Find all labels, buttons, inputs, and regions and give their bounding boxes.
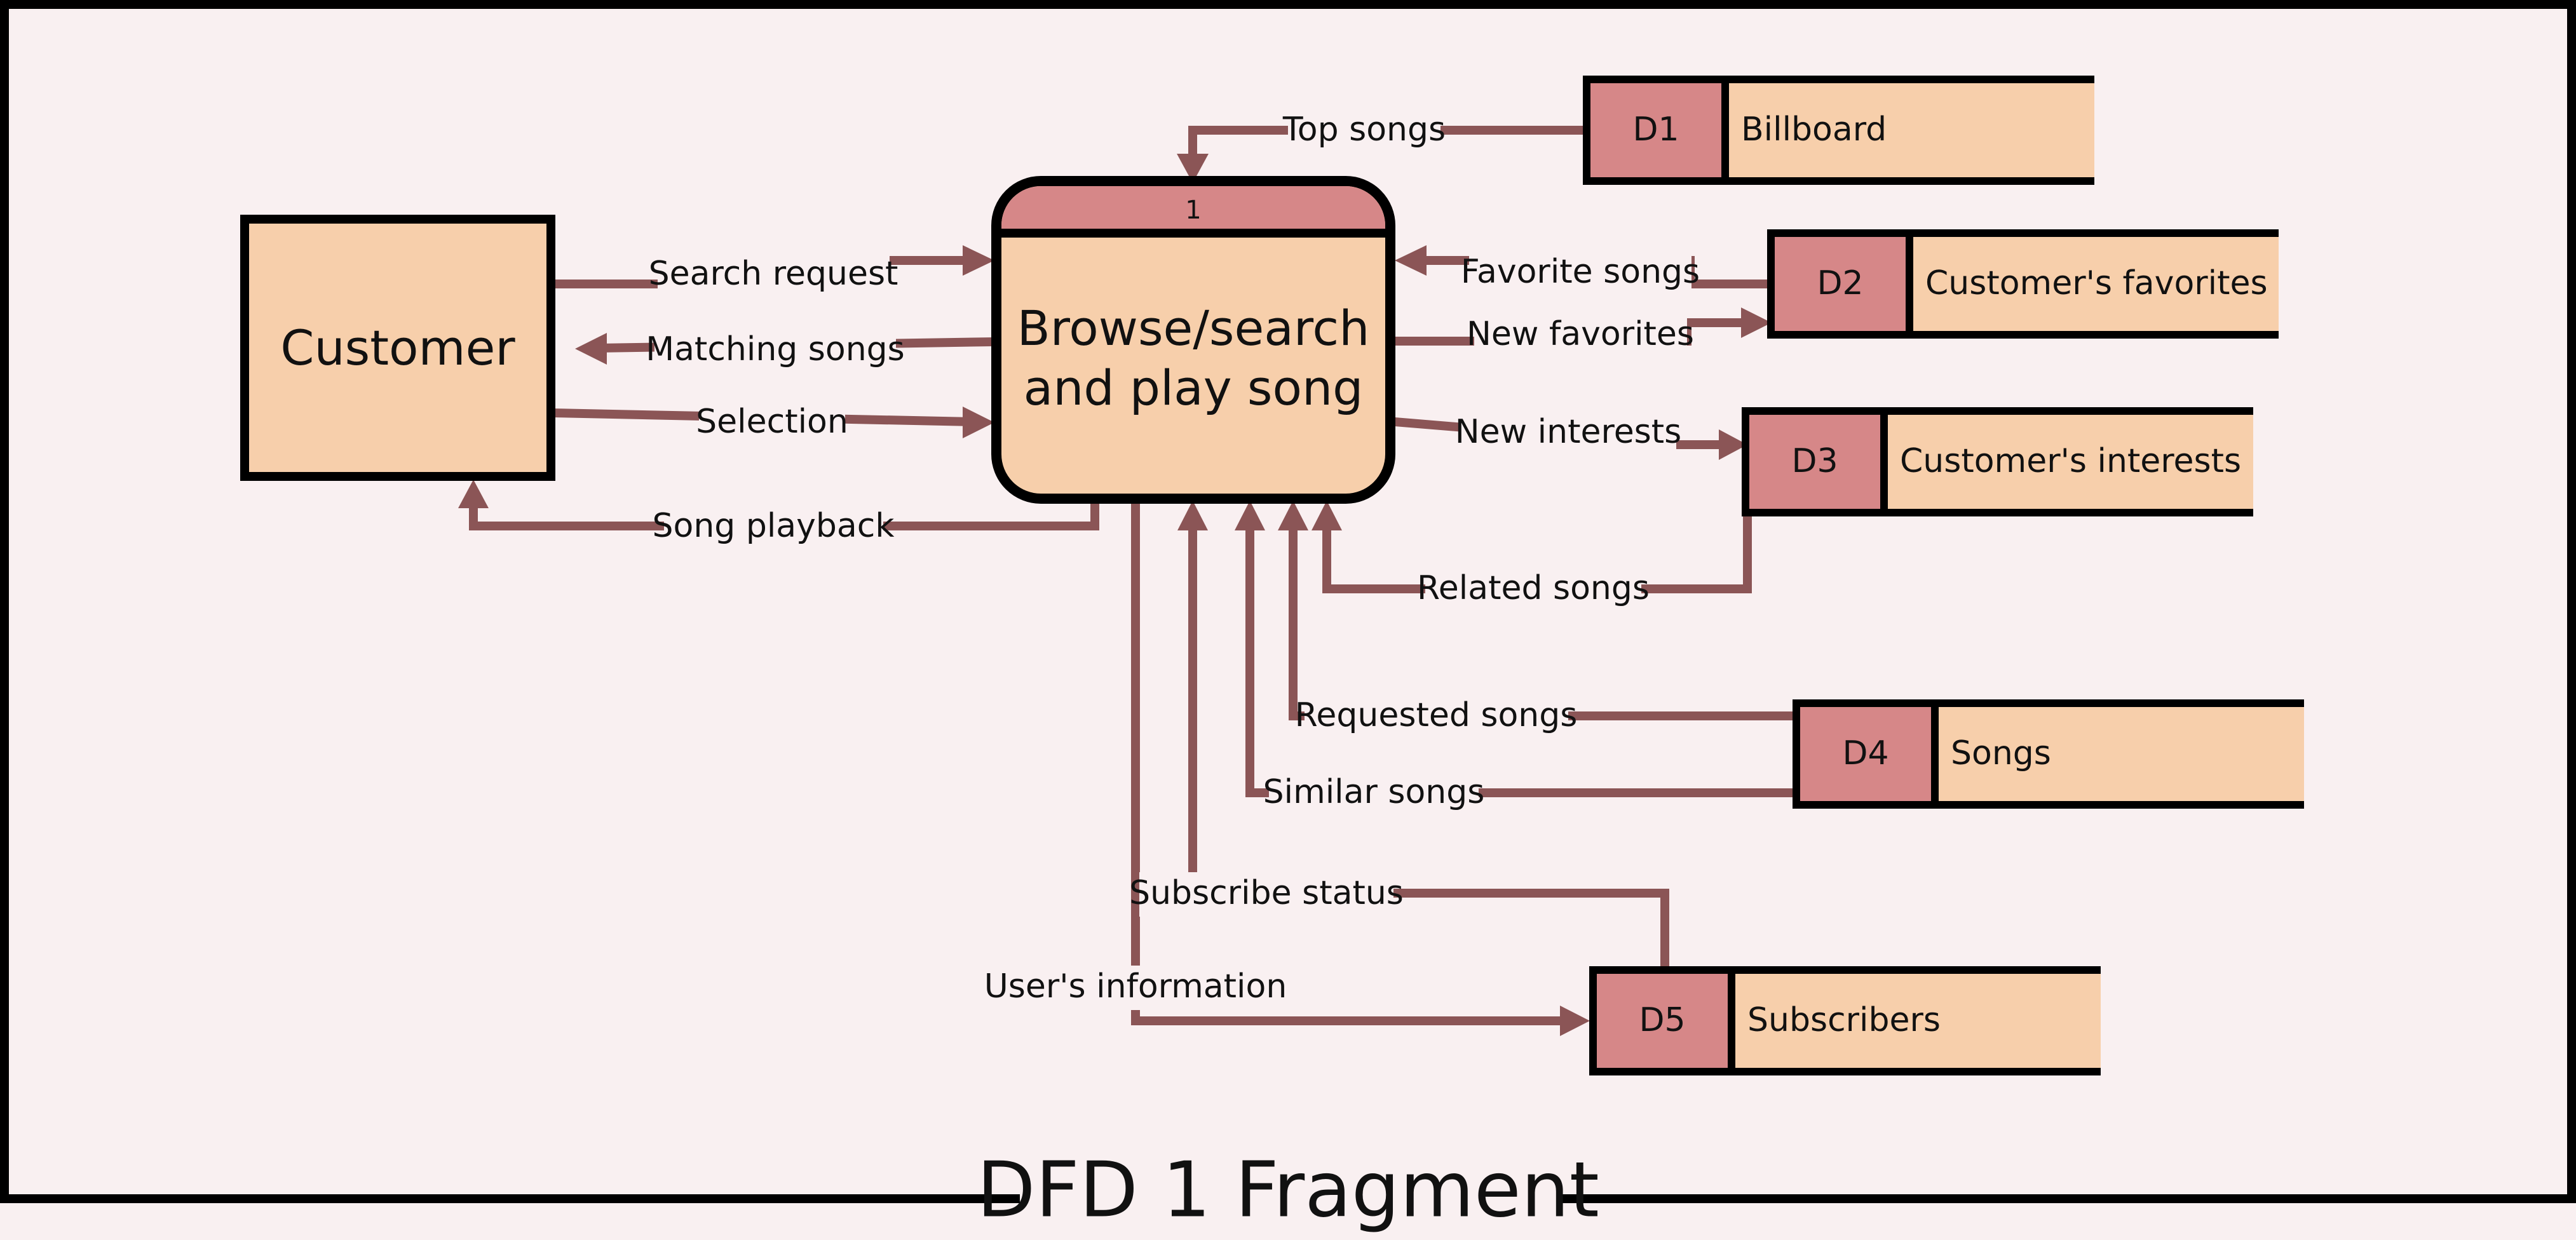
- flow-requested-songs-line: [1289, 522, 1796, 720]
- data-store-d1: D1 Billboard: [1583, 76, 2094, 185]
- flow-top-songs-line: [1188, 126, 1585, 162]
- d2-body: [1911, 233, 2279, 335]
- flow-label-matching-songs-text: Matching songs: [646, 330, 905, 368]
- flow-label-song-playback-text: Song playback: [653, 507, 895, 545]
- flow-label-new-interests-text: New interests: [1455, 413, 1682, 451]
- d3-id-box: [1742, 407, 1888, 516]
- flow-related-songs-arrowhead: [1312, 501, 1342, 530]
- d2-id: D2: [1817, 264, 1863, 302]
- d5-name: Subscribers: [1747, 1001, 1941, 1039]
- flow-label-matching-songs: Matching songs: [646, 328, 905, 373]
- flow-label-search-request-text: Search request: [649, 255, 898, 293]
- flow-label-favorite-songs-text: Favorite songs: [1461, 253, 1700, 291]
- d4-name: Songs: [1951, 734, 2051, 772]
- d5-id: D5: [1639, 1001, 1685, 1039]
- d5-id-box: [1589, 966, 1735, 1075]
- process-number: 1: [1185, 196, 1201, 225]
- flow-label-users-information: User's information: [984, 966, 1287, 1010]
- d3-name: Customer's interests: [1900, 442, 2241, 480]
- flow-selection-arrowhead: [963, 407, 994, 438]
- flow-label-requested-songs-text: Requested songs: [1295, 696, 1578, 734]
- flow-label-new-favorites: New favorites: [1467, 313, 1694, 358]
- process-label-line1: Browse/search: [1017, 300, 1370, 356]
- d3-id: D3: [1791, 442, 1838, 480]
- d4-id-box: [1793, 699, 1939, 809]
- flow-new-interests-arrowhead: [1719, 429, 1747, 460]
- flow-label-subscribe-status: Subscribe status: [1129, 872, 1404, 917]
- d3-body: [1886, 411, 2253, 513]
- data-store-d2: D2 Customer's favorites: [1767, 229, 2279, 339]
- flow-subscribe-status-line: [1188, 522, 1669, 969]
- flow-top-songs-arrowhead: [1177, 154, 1209, 183]
- flow-label-similar-songs: Similar songs: [1263, 772, 1485, 816]
- data-store-d5: D5 Subscribers: [1589, 966, 2101, 1075]
- flow-favorite-songs-arrowhead: [1395, 245, 1427, 276]
- flow-label-selection-text: Selection: [696, 403, 848, 441]
- data-store-d3: D3 Customer's interests: [1742, 407, 2253, 516]
- customer-box: [240, 215, 555, 481]
- d5-body: [1733, 970, 2101, 1072]
- flow-label-requested-songs: Requested songs: [1295, 694, 1578, 739]
- diagram-title-group: DFD 1 Fragment: [977, 1143, 1599, 1236]
- process-1: 1 Browse/search and play song: [991, 176, 1395, 504]
- flow-similar-songs-arrowhead: [1235, 501, 1265, 530]
- flow-search-request-arrowhead: [963, 245, 994, 276]
- flow-users-information-line: [1131, 500, 1566, 1025]
- flow-label-similar-songs-text: Similar songs: [1263, 773, 1485, 811]
- d1-id: D1: [1632, 111, 1679, 149]
- d4-id: D4: [1842, 734, 1888, 772]
- customer-label: Customer: [280, 320, 515, 376]
- flow-label-selection: Selection: [696, 401, 848, 446]
- d1-body: [1727, 79, 2094, 181]
- flow-label-top-songs: Top songs: [1282, 108, 1446, 152]
- flow-matching-songs-arrowhead: [575, 333, 607, 365]
- flow-new-favorites-arrowhead: [1741, 307, 1772, 338]
- flow-similar-songs-line: [1245, 522, 1796, 797]
- flow-label-new-favorites-text: New favorites: [1467, 315, 1694, 353]
- flow-subscribe-status-arrowhead: [1177, 501, 1208, 530]
- flow-label-related-songs: Related songs: [1417, 567, 1650, 612]
- process-body: [991, 176, 1395, 504]
- data-store-d4: D4 Songs: [1793, 699, 2304, 809]
- d2-id-box: [1767, 229, 1913, 339]
- flow-label-favorite-songs: Favorite songs: [1461, 251, 1700, 295]
- flow-label-related-songs-text: Related songs: [1417, 569, 1650, 607]
- process-label-line2: and play song: [1024, 360, 1364, 416]
- d1-id-box: [1583, 76, 1729, 185]
- d2-name: Customer's favorites: [1925, 264, 2268, 302]
- flow-song-playback-arrowhead: [458, 480, 489, 508]
- flow-label-new-interests: New interests: [1455, 411, 1682, 455]
- diagram-title: DFD 1 Fragment: [977, 1147, 1599, 1235]
- process-header: [1001, 186, 1385, 233]
- flow-label-subscribe-status-text: Subscribe status: [1129, 874, 1404, 912]
- d4-body: [1937, 703, 2304, 805]
- flow-users-information-arrowhead: [1560, 1006, 1590, 1036]
- flow-requested-songs-arrowhead: [1278, 501, 1308, 530]
- flow-label-users-information-text: User's information: [984, 967, 1287, 1006]
- d1-name: Billboard: [1741, 111, 1887, 149]
- flow-label-song-playback: Song playback: [653, 505, 895, 549]
- external-entity-customer: Customer: [240, 215, 555, 481]
- flow-label-top-songs-text: Top songs: [1282, 111, 1446, 149]
- flow-label-search-request: Search request: [649, 254, 898, 299]
